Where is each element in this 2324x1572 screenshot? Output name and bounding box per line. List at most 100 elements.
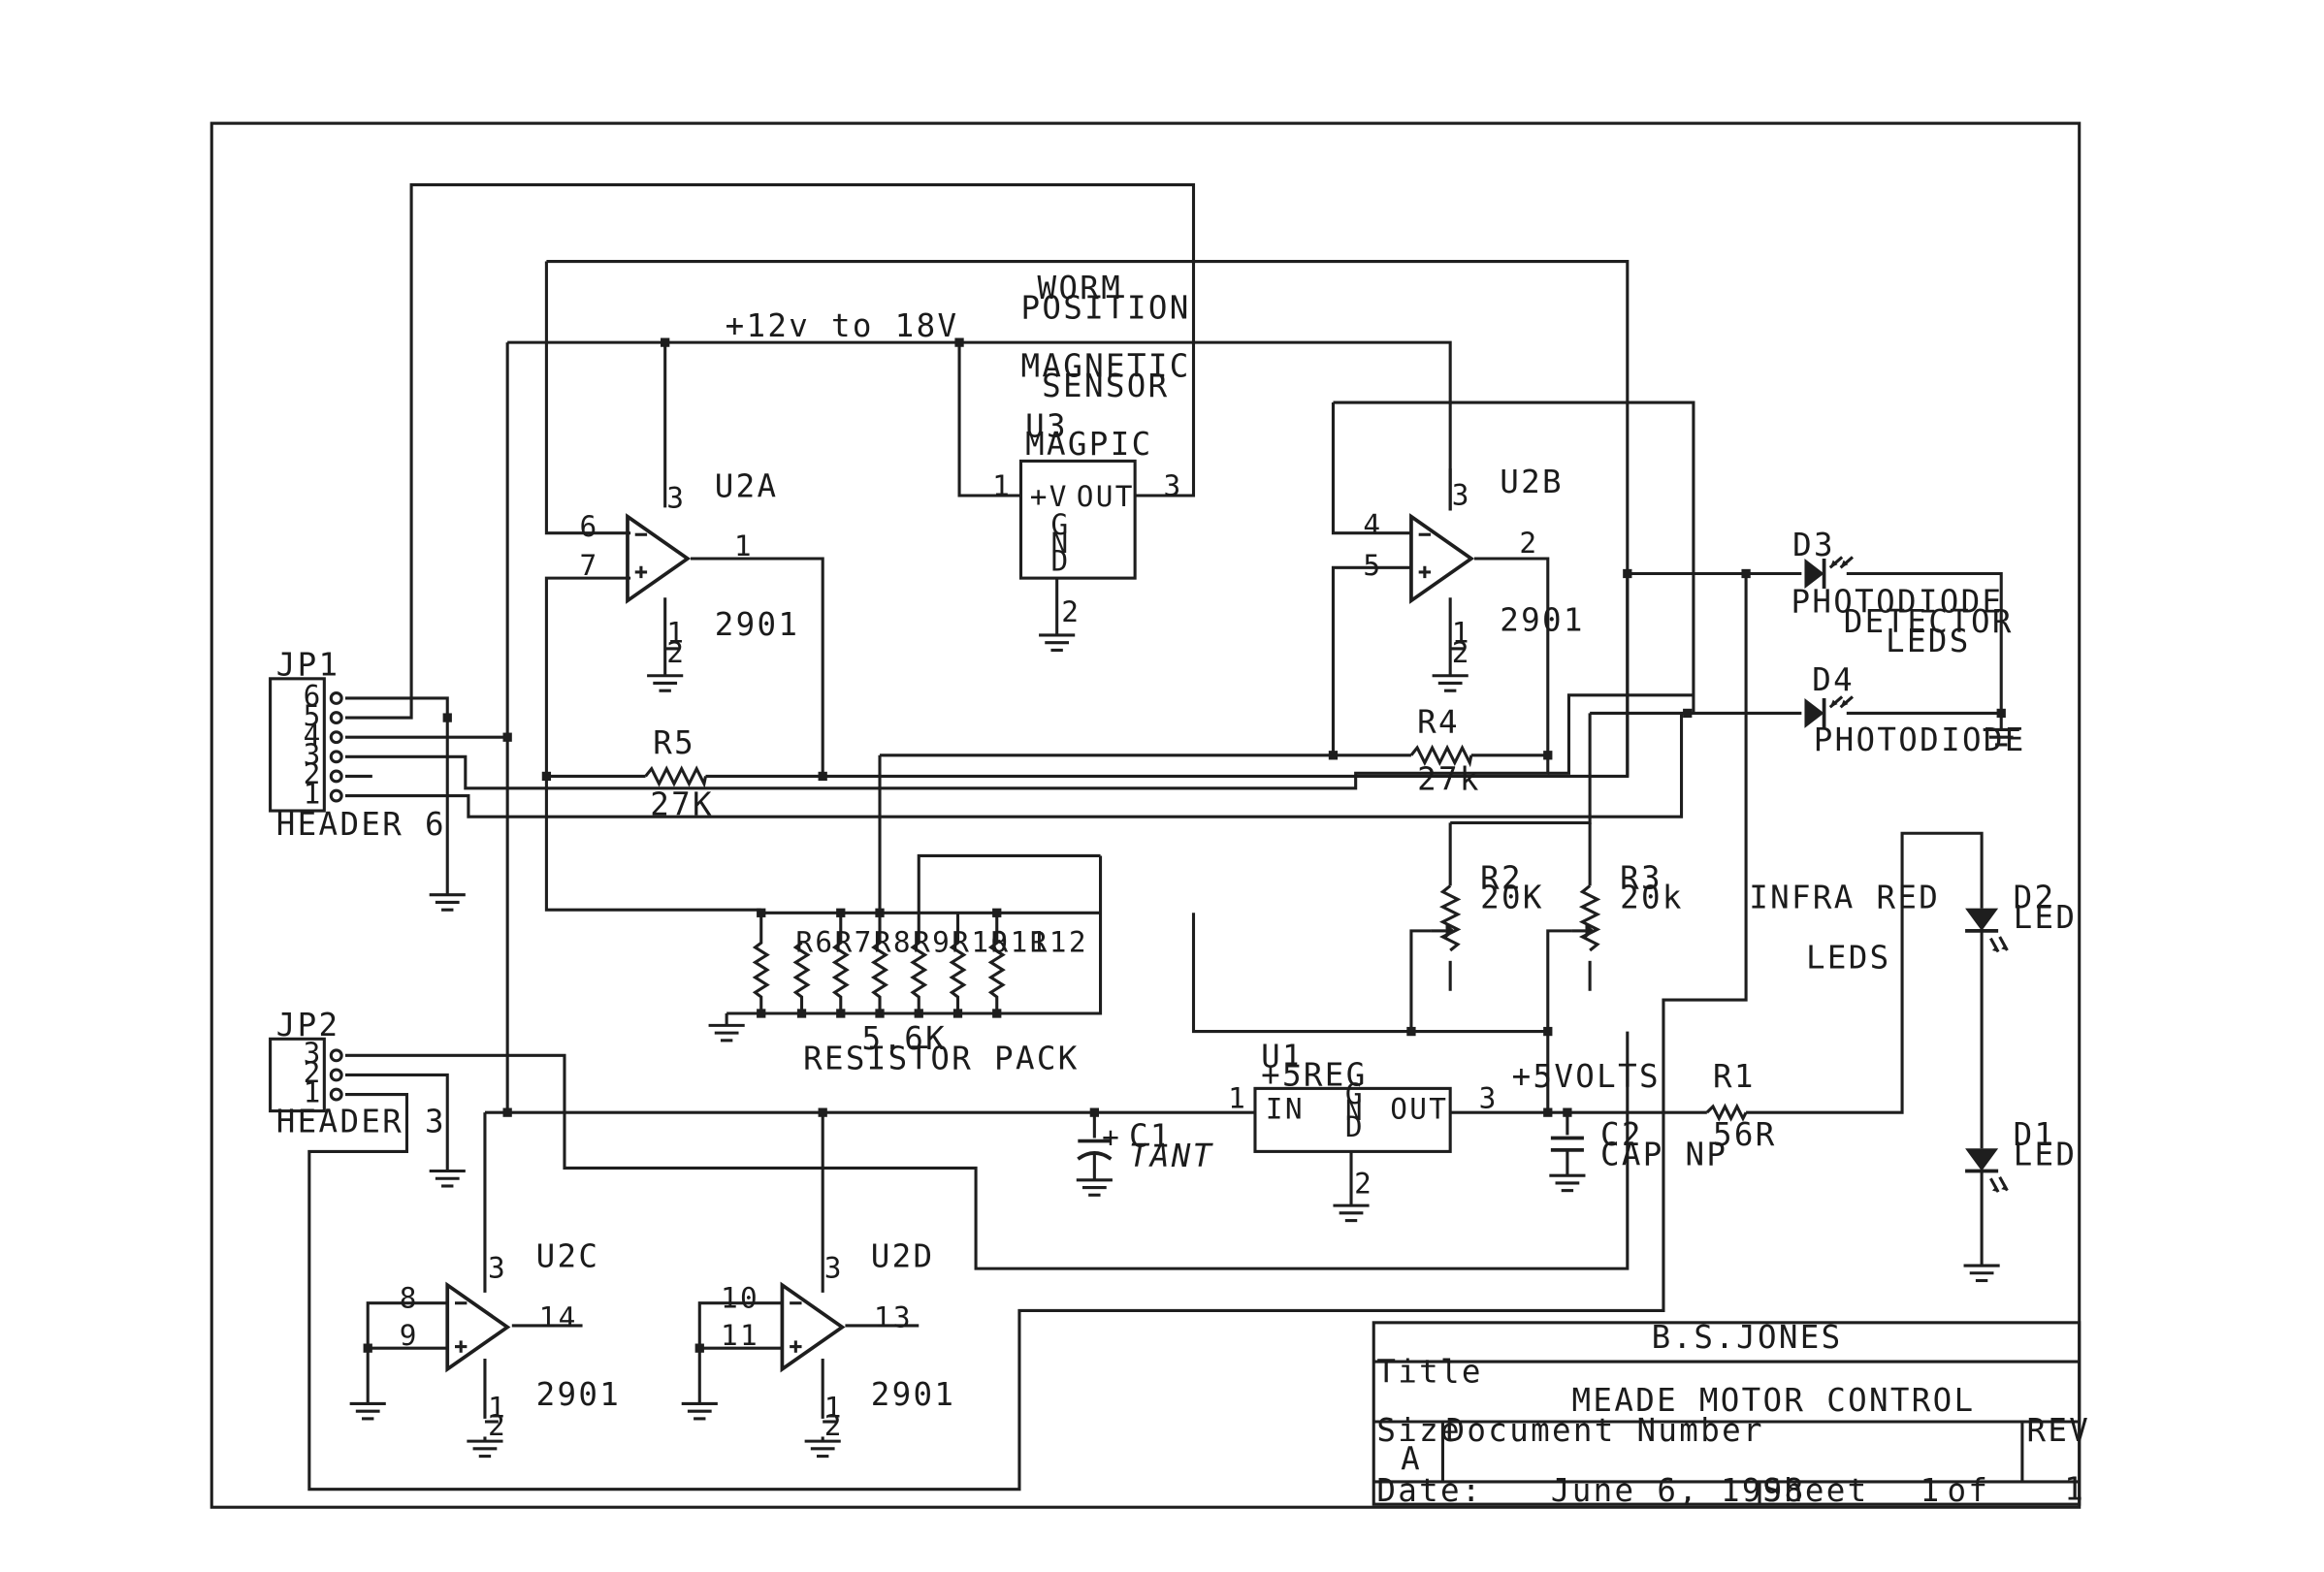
svg-text:14: 14 xyxy=(539,1300,578,1333)
svg-text:2: 2 xyxy=(488,1409,507,1442)
svg-text:2: 2 xyxy=(824,1409,844,1442)
potentiometer-r2: R2 20K xyxy=(1431,860,1544,952)
svg-text:R10: R10 xyxy=(952,926,1010,959)
svg-text:13: 13 xyxy=(874,1300,913,1333)
d3-label-3: LEDS xyxy=(1886,623,1971,659)
r1-ref: R1 xyxy=(1713,1058,1756,1095)
svg-text:IN: IN xyxy=(1266,1092,1305,1125)
r5-value: 27K xyxy=(650,786,714,823)
r4-ref: R4 xyxy=(1417,704,1460,741)
jp1-label: HEADER 6 xyxy=(276,806,446,843)
svg-text:3: 3 xyxy=(1164,469,1183,502)
svg-text:R12: R12 xyxy=(1030,926,1088,959)
size-value: A xyxy=(1401,1441,1422,1478)
led-d2: D2 LED xyxy=(1965,880,2078,953)
svg-text:1: 1 xyxy=(304,777,323,810)
header-jp1: JP1 HEADER 6 6 5 4 3 2 1 xyxy=(269,647,446,843)
svg-text:2: 2 xyxy=(304,757,323,790)
d1-ref: D1 xyxy=(2014,1116,2056,1153)
u2a-part: 2901 xyxy=(715,606,800,643)
sensor-title-4: SENSOR xyxy=(1042,368,1169,404)
svg-text:R6: R6 xyxy=(795,926,834,959)
svg-text:3: 3 xyxy=(488,1251,507,1284)
svg-text:+V: +V xyxy=(1030,480,1069,513)
regulator-u1: U1 +5REG IN OUT G N D 1 3 2 xyxy=(1228,1039,1496,1201)
size-label: Size xyxy=(1376,1412,1462,1449)
svg-text:1: 1 xyxy=(734,529,754,562)
svg-text:11: 11 xyxy=(721,1319,759,1352)
sheet-label: Sheet xyxy=(1762,1472,1868,1509)
resistor-r1: R1 56R xyxy=(1705,1058,1777,1153)
svg-text:2: 2 xyxy=(1354,1168,1373,1201)
svg-text:R11: R11 xyxy=(991,926,1049,959)
jp2-ref: JP2 xyxy=(276,1007,340,1043)
d4-ref: D4 xyxy=(1812,661,1855,698)
d4-label: PHOTODIODE xyxy=(1814,722,2026,758)
svg-text:10: 10 xyxy=(721,1281,759,1314)
sensor-title-1: WORM xyxy=(1038,270,1123,306)
svg-text:OUT: OUT xyxy=(1077,480,1135,513)
title-block: B.S.JONES Title MEADE MOTOR CONTROL Size… xyxy=(1372,1319,2091,1509)
title-label: Title xyxy=(1376,1354,1482,1391)
u2d-ref: U2D xyxy=(871,1238,935,1275)
svg-text:6: 6 xyxy=(579,510,598,543)
date-value: June 6, 1998 xyxy=(1551,1472,1806,1509)
resistor-pack-value: 5.6K xyxy=(861,1020,947,1057)
svg-text:3: 3 xyxy=(666,481,686,514)
resistor-pack-label: RESISTOR PACK xyxy=(803,1040,1080,1076)
sensor-title-2: POSITION xyxy=(1021,289,1191,326)
sensor-title-3: MAGNETIC xyxy=(1021,348,1191,385)
jp1-ref: JP1 xyxy=(276,647,340,684)
r1-value: 56R xyxy=(1713,1116,1777,1153)
svg-text:1: 1 xyxy=(1228,1082,1247,1115)
svg-text:1: 1 xyxy=(304,1075,323,1108)
svg-text:N: N xyxy=(1050,527,1070,560)
svg-text:+: + xyxy=(1102,1121,1121,1154)
svg-text:3: 3 xyxy=(1452,478,1471,511)
c2-ref: C2 xyxy=(1600,1116,1643,1153)
svg-text:G: G xyxy=(1345,1077,1365,1110)
svg-text:1: 1 xyxy=(824,1391,844,1424)
svg-text:2: 2 xyxy=(1061,595,1081,628)
svg-text:R7: R7 xyxy=(835,926,874,959)
sheet-border xyxy=(210,121,2082,1509)
potentiometer-r3: R3 20k xyxy=(1571,860,1681,952)
capacitor-c2: C2 CAP NP xyxy=(1550,1116,1727,1176)
opamp-u2b: U2B 2901 4 5 2 3 1 2 xyxy=(1363,464,1582,669)
r2-value: 20K xyxy=(1480,880,1544,916)
jp2-label: HEADER 3 xyxy=(276,1103,446,1139)
infra-red-label: INFRA RED xyxy=(1749,880,1940,916)
u1-part: +5REG xyxy=(1261,1056,1367,1093)
svg-text:8: 8 xyxy=(400,1281,419,1314)
svg-text:3: 3 xyxy=(824,1251,844,1284)
drawing-title: MEADE MOTOR CONTROL xyxy=(1572,1382,1976,1419)
d3-label-2: DETECTOR xyxy=(1844,603,2014,640)
c2-value: CAP NP xyxy=(1600,1136,1727,1172)
svg-text:OUT: OUT xyxy=(1390,1092,1448,1125)
resistor-pack: R6 R7 R8 R9 R10 R11 R12 5.6K RESISTOR PA… xyxy=(752,913,1088,1076)
d2-value: LED xyxy=(2014,899,2078,936)
opamp-u2d: U2D 2901 10 11 13 3 1 2 xyxy=(721,1238,953,1442)
header-jp2: JP2 HEADER 3 3 2 1 xyxy=(269,1007,446,1139)
led-d1: D1 LED xyxy=(1965,1116,2075,1193)
author: B.S.JONES xyxy=(1652,1319,1843,1356)
infra-red-leds-label: LEDS xyxy=(1806,940,1891,977)
five-volt-label: +5VOLTS xyxy=(1512,1058,1661,1095)
opamp-u2c: U2C 2901 8 9 14 3 1 2 xyxy=(400,1238,619,1442)
d3-ref: D3 xyxy=(1792,527,1835,563)
svg-text:D: D xyxy=(1345,1110,1365,1143)
d3-label-1: PHOTODIODE xyxy=(1791,584,2004,621)
r5-ref: R5 xyxy=(653,724,695,761)
capacitor-c1: + C1 TANT xyxy=(1077,1118,1211,1180)
ground-symbols xyxy=(348,633,2021,1459)
r2-ref: R2 xyxy=(1480,860,1523,897)
u2c-ref: U2C xyxy=(536,1238,600,1275)
r3-ref: R3 xyxy=(1620,860,1662,897)
svg-text:2: 2 xyxy=(1452,636,1471,669)
d2-ref: D2 xyxy=(2014,880,2056,916)
rev-label: REV xyxy=(2027,1412,2091,1449)
svg-text:3: 3 xyxy=(304,738,323,771)
supply-label: +12v to 18V xyxy=(726,307,959,344)
svg-text:7: 7 xyxy=(579,549,598,582)
